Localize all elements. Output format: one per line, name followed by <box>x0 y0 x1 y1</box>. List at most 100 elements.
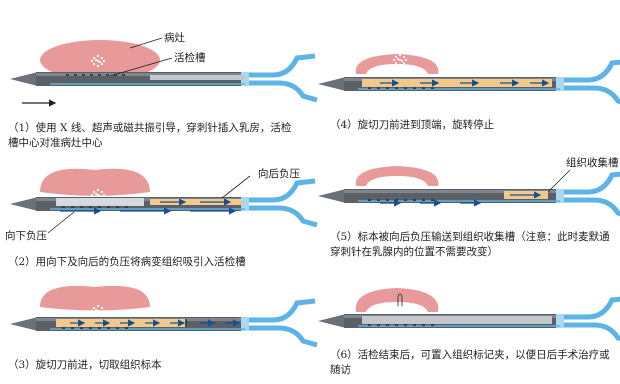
lesion-dot <box>96 64 100 68</box>
caption-step-2: （2）用向下及向后的负压将病变组织吸引入活检槽 <box>8 255 308 270</box>
lesion-dot <box>398 63 402 67</box>
groove-hole <box>74 74 77 76</box>
lesion-dot <box>90 309 94 313</box>
groove-hole <box>116 327 119 329</box>
groove-hole <box>106 74 109 76</box>
lesion-dot <box>96 193 100 197</box>
label-downward-negative-pressure: 向下负压 <box>5 230 47 242</box>
needle-hub <box>241 317 249 331</box>
lesion-dot <box>392 58 396 62</box>
tissue-marker-clip <box>397 293 403 306</box>
groove-hole <box>413 199 416 201</box>
groove-hole <box>395 87 398 89</box>
label-tissue-collection-chamber: 组织收集槽 <box>566 157 619 169</box>
lesion-dot <box>90 193 94 197</box>
groove-hole <box>107 327 110 329</box>
groove-hole <box>368 324 371 326</box>
label-biopsy-groove: 活检槽 <box>174 52 206 64</box>
needle-hub <box>556 189 564 203</box>
caption-line: （6）活检结束后，可置入组织标记夹，以便日后手术治疗或 <box>330 349 610 361</box>
vacuum-tube-lower <box>245 325 318 348</box>
groove-hole <box>422 199 425 201</box>
groove-hole <box>368 87 371 89</box>
groove-hole <box>98 327 101 329</box>
vacuum-tube-upper <box>560 59 620 83</box>
lesion-cavity-shape <box>355 166 439 186</box>
biopsy-groove-open <box>56 198 144 206</box>
needle-hub <box>241 197 249 211</box>
vacuum-tube-upper <box>245 53 316 78</box>
panel-step-5 <box>318 166 620 217</box>
caption-step-6: （6）活检结束后，可置入组织标记夹，以便日后手术治疗或 随访 <box>330 348 615 378</box>
cutter-shaft <box>150 75 245 80</box>
lesion-shape <box>40 285 150 311</box>
caption-step-5: （5）标本被向后负压输送到组织收集槽（注意：此时麦默通 穿刺针在乳腺内的位置不需… <box>330 230 615 260</box>
vacuum-tube-lower <box>560 197 620 217</box>
groove-hole <box>71 206 74 208</box>
caption-line: 槽中心对准病灶中心 <box>8 137 103 149</box>
groove-hole <box>107 206 110 208</box>
caption-line: （3）旋切刀前进，切取组织标本 <box>8 359 162 371</box>
caption-line: （2）用向下及向后的负压将病变组织吸引入活检槽 <box>8 256 246 268</box>
groove-hole <box>62 206 65 208</box>
needle-highlight <box>344 190 560 193</box>
callout-leader <box>47 211 75 234</box>
groove-hole <box>377 324 380 326</box>
groove-hole <box>404 87 407 89</box>
groove-hole <box>82 74 85 76</box>
lesion-dot <box>94 58 98 62</box>
lesion-dot <box>96 59 100 63</box>
lesion-dot <box>102 193 106 197</box>
caption-line: （4）旋切刀前进到顶端，旋转停止 <box>330 119 495 131</box>
lesion-dot <box>102 59 106 63</box>
lesion-dot <box>100 190 104 194</box>
groove-hole <box>404 324 407 326</box>
groove-hole <box>89 206 92 208</box>
caption-step-3: （3）旋切刀前进，切取组织标本 <box>8 358 308 373</box>
lesion-dot <box>402 55 406 59</box>
groove-hole <box>116 206 119 208</box>
groove-hole <box>90 74 93 76</box>
groove-hole <box>71 327 74 329</box>
groove-hole <box>62 327 65 329</box>
panel-step-4 <box>318 53 620 105</box>
groove-hole <box>386 324 389 326</box>
groove-hole <box>125 327 128 329</box>
needle-tip <box>318 77 346 91</box>
lesion-dot <box>92 312 96 316</box>
label-lesion: 病灶 <box>164 32 185 44</box>
needle-tip <box>10 197 38 211</box>
lesion-dot <box>90 59 94 63</box>
groove-hole <box>377 199 380 201</box>
lesion-dot <box>92 56 96 60</box>
groove-hole <box>80 206 83 208</box>
lesion-dot <box>98 310 102 314</box>
needle-tip <box>10 317 38 331</box>
lesion-dot <box>402 61 406 65</box>
caption-line: （1）使用 X 线、超声或磁共振引导，穿刺针插入乳房，活检 <box>8 122 292 134</box>
needle-tip <box>10 72 38 86</box>
panel-step-3 <box>10 285 318 348</box>
lesion-dot <box>394 61 398 65</box>
lesion-dot <box>100 62 104 66</box>
groove-hole <box>80 327 83 329</box>
caption-step-4: （4）旋切刀前进到顶端，旋转停止 <box>330 118 615 133</box>
label-backward-negative-pressure: 向后负压 <box>258 168 300 180</box>
lesion-dot <box>394 55 398 59</box>
groove-hole <box>114 74 117 76</box>
groove-hole <box>98 74 101 76</box>
needle-highlight <box>36 73 245 76</box>
needle-hub <box>556 314 564 328</box>
lesion-cavity-shape <box>355 54 439 74</box>
lesion-dot <box>96 188 100 192</box>
caption-line: 随访 <box>330 364 351 376</box>
groove-hole <box>422 87 425 89</box>
groove-hole <box>368 199 371 201</box>
groove-hole <box>413 324 416 326</box>
lesion-dot <box>96 314 100 318</box>
groove-hole <box>89 327 92 329</box>
lesion-dot <box>94 192 98 196</box>
lesion-dot <box>96 309 100 313</box>
